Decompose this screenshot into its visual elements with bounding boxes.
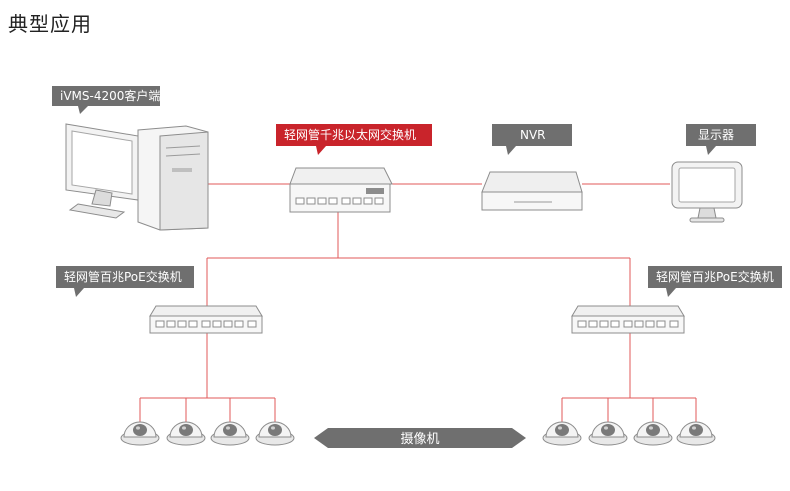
poe-right-callout: 轻网管百兆PoE交换机: [648, 266, 782, 297]
core-switch-label: 轻网管千兆以太网交换机: [284, 127, 416, 142]
poe-right-label: 轻网管百兆PoE交换机: [656, 269, 774, 284]
dome-camera-icon: [166, 421, 206, 446]
right-camera-group: [542, 421, 716, 446]
client-callout: iVMS-4200客户端: [52, 86, 160, 114]
poe-switch-right-icon: [571, 305, 685, 334]
nvr-icon: [481, 171, 583, 211]
client-label: iVMS-4200客户端: [60, 88, 160, 103]
cameras-label: 摄像机: [400, 432, 439, 447]
monitor-icon: [671, 161, 743, 223]
dome-camera-icon: [588, 421, 628, 446]
connection-lines: [139, 183, 697, 422]
dome-camera-icon: [120, 421, 160, 446]
poe-left-callout: 轻网管百兆PoE交换机: [56, 266, 194, 297]
page-title: 典型应用: [8, 12, 92, 36]
left-camera-group: [120, 421, 295, 446]
monitor-label: 显示器: [698, 128, 734, 142]
dome-camera-icon: [210, 421, 250, 446]
nvr-label: NVR: [520, 128, 546, 142]
poe-left-label: 轻网管百兆PoE交换机: [64, 269, 182, 284]
pc-icon: [65, 123, 209, 231]
core-switch-icon: [289, 167, 393, 213]
dome-camera-icon: [255, 421, 295, 446]
dome-camera-icon: [633, 421, 673, 446]
dome-camera-icon: [676, 421, 716, 446]
monitor-callout: 显示器: [686, 124, 756, 155]
dome-camera-icon: [542, 421, 582, 446]
cameras-callout: 摄像机: [314, 428, 526, 448]
core-switch-callout: 轻网管千兆以太网交换机: [276, 124, 432, 155]
nvr-callout: NVR: [492, 124, 572, 155]
poe-switch-left-icon: [149, 305, 263, 334]
